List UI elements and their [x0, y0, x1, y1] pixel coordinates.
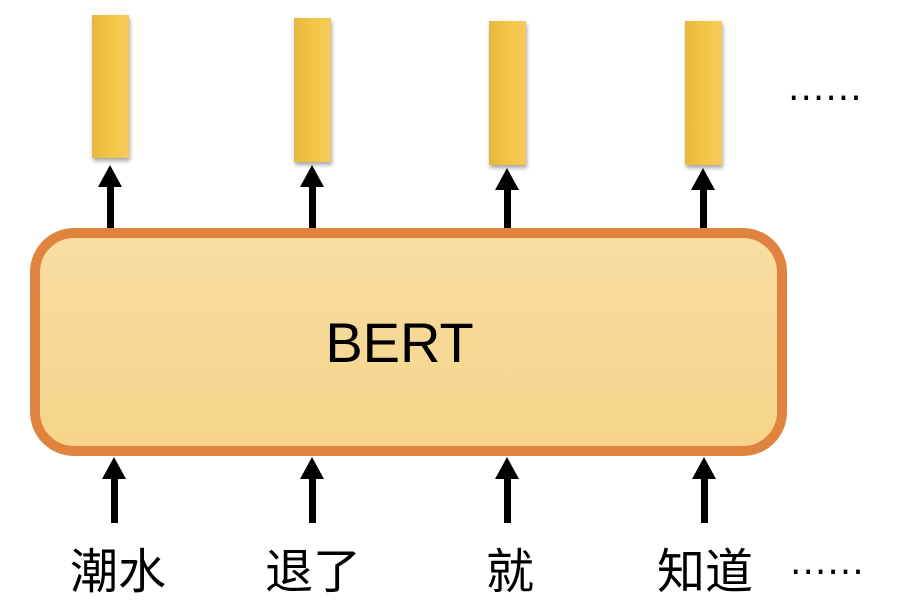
- bert-model-box: BERT: [30, 228, 787, 456]
- output-vector-4: [685, 21, 722, 165]
- input-ellipsis: ......: [790, 542, 865, 583]
- arrow-up-icon: [495, 168, 519, 231]
- input-token-3: 就: [485, 544, 535, 600]
- input-token-2: 退了: [264, 544, 362, 600]
- arrow-up-icon: [300, 165, 324, 231]
- output-vector-2: [294, 18, 331, 162]
- output-vector-3: [489, 21, 526, 165]
- input-token-4: 知道: [656, 544, 754, 600]
- arrow-up-icon: [98, 165, 122, 231]
- arrow-up-icon: [691, 168, 715, 231]
- arrow-up-icon: [300, 457, 324, 523]
- arrow-up-icon: [692, 457, 716, 523]
- output-vector-1: [92, 15, 129, 158]
- arrow-up-icon: [102, 457, 126, 523]
- output-ellipsis: ......: [788, 68, 863, 109]
- arrow-up-icon: [495, 457, 519, 523]
- input-token-1: 潮水: [69, 544, 167, 600]
- model-label: BERT: [325, 310, 474, 374]
